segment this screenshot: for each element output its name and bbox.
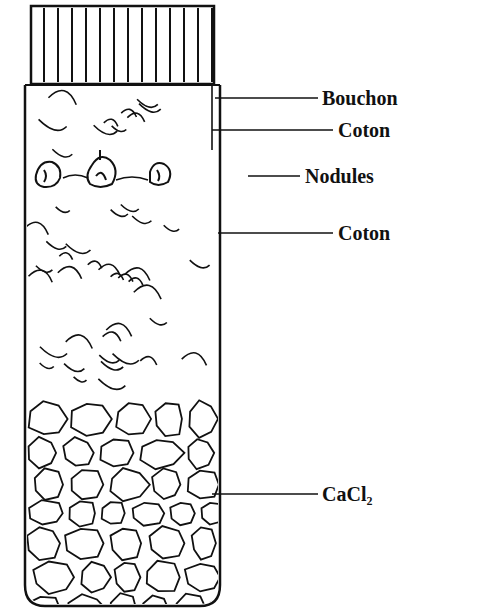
calcium-chloride-stones <box>27 400 262 611</box>
tube-rim <box>25 84 220 86</box>
cork <box>31 6 214 84</box>
leader-lines <box>212 86 333 494</box>
cotton-fibres <box>24 91 209 390</box>
part-label: CaCl₂ <box>322 484 372 504</box>
part-label: Bouchon <box>322 88 398 108</box>
part-label: Nodules <box>305 166 374 186</box>
part-label: Coton <box>338 120 390 140</box>
cork-hatching <box>44 8 212 82</box>
tube-outline <box>25 85 220 606</box>
nodules <box>36 150 171 187</box>
part-label: Coton <box>338 223 390 243</box>
